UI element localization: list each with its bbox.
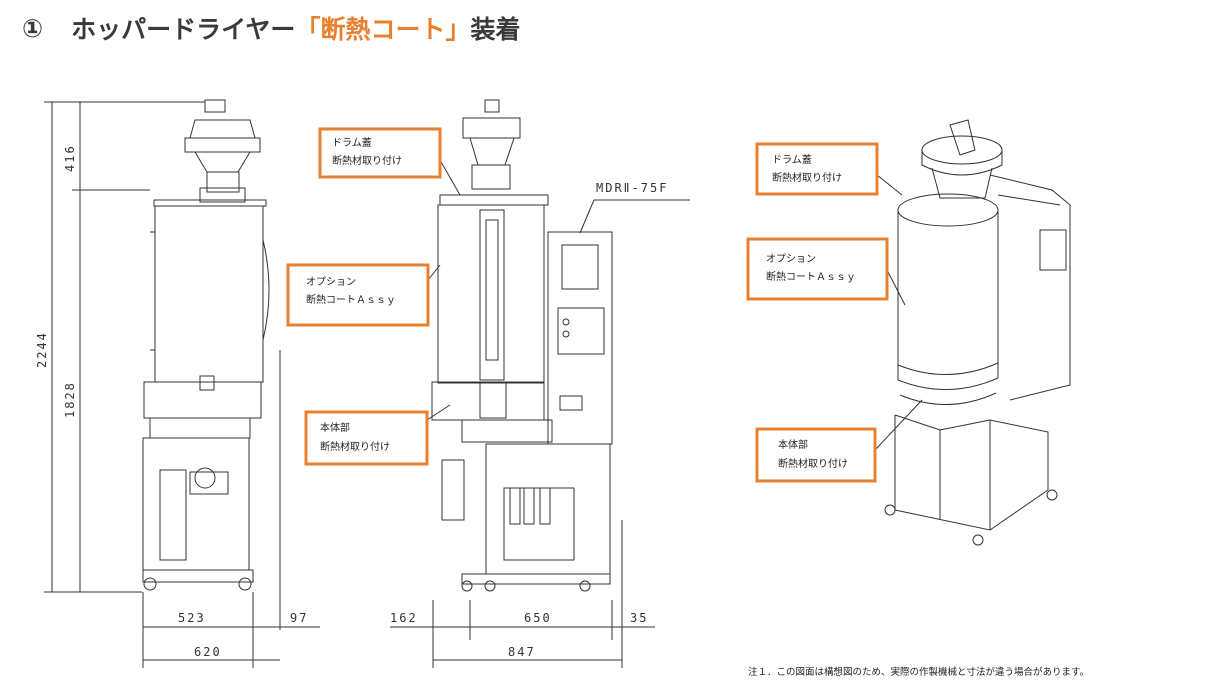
title-prefix: ホッパードライヤー xyxy=(71,15,296,44)
callout-iso-body-line2: 断熱材取り付け xyxy=(778,457,848,470)
callout-front-option: オプション 断熱コートＡｓｓｙ xyxy=(286,263,430,327)
callout-iso-option: オプション 断熱コートＡｓｓｙ xyxy=(746,237,889,301)
side-view-machine xyxy=(44,99,320,668)
callout-iso-drum-line2: 断熱材取り付け xyxy=(772,171,842,184)
dim-front-width-1: 162 xyxy=(390,611,418,625)
callout-iso-drum-line1: ドラム蓋 xyxy=(772,154,812,166)
callout-front-drum-line2: 断熱材取り付け xyxy=(332,154,402,167)
section-number: ① xyxy=(22,13,44,43)
dim-front-width-total: 847 xyxy=(508,645,536,659)
callout-front-drum-line1: ドラム蓋 xyxy=(332,137,372,149)
dim-side-width-2: 97 xyxy=(290,611,308,625)
title-suffix: 装着 xyxy=(470,15,521,44)
callout-front-option-line2: 断熱コートＡｓｓｙ xyxy=(306,293,396,306)
callout-front-body: 本体部 断熱材取り付け xyxy=(304,410,429,466)
callout-iso-option-line2: 断熱コートＡｓｓｙ xyxy=(766,270,856,283)
callout-front-body-line1: 本体部 xyxy=(320,421,350,434)
dimension-labels: 2244 416 1828 523 97 620 162 650 35 847 … xyxy=(35,144,668,659)
dim-front-width-2: 650 xyxy=(524,611,552,625)
dim-height-top: 416 xyxy=(63,144,77,172)
title-accent: 「断熱コート」 xyxy=(295,15,471,44)
callout-front-body-line2: 断熱材取り付け xyxy=(320,440,390,453)
dim-height-body: 1828 xyxy=(63,381,77,418)
footnote: 注１．この図面は構想図のため、実際の作製機械と寸法が違う場合があります。 xyxy=(748,667,1090,678)
callout-front-option-line1: オプション xyxy=(306,276,356,288)
dim-side-width-1: 523 xyxy=(178,611,206,625)
callout-iso-drum: ドラム蓋 断熱材取り付け xyxy=(755,142,879,196)
callout-iso-option-line1: オプション xyxy=(766,253,816,265)
model-label: MDRⅡ-75F xyxy=(596,181,668,195)
page-title: ① ホッパードライヤー 「断熱コート」 装着 xyxy=(22,8,520,48)
callout-iso-body: 本体部 断熱材取り付け xyxy=(755,427,877,483)
dim-height-total: 2244 xyxy=(35,331,49,368)
dim-side-width-total: 620 xyxy=(194,645,222,659)
front-view-machine xyxy=(390,99,690,668)
callout-front-drum: ドラム蓋 断熱材取り付け xyxy=(318,127,442,179)
isometric-view-machine xyxy=(884,119,1071,546)
dim-front-width-3: 35 xyxy=(630,611,648,625)
callout-iso-body-line1: 本体部 xyxy=(778,438,808,451)
